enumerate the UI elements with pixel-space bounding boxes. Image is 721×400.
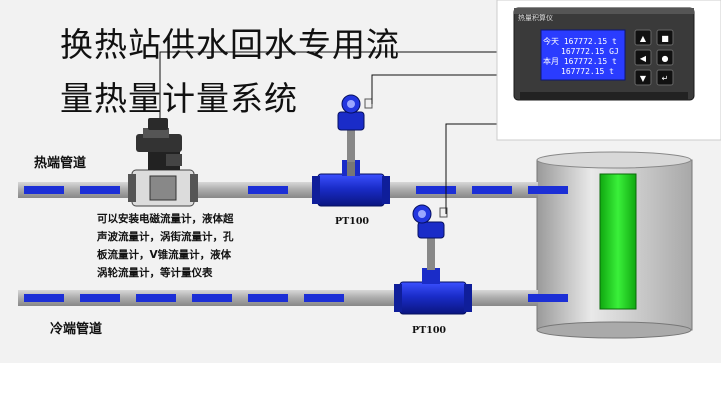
- lcd-row-value: 167772.15 t: [561, 67, 614, 76]
- pt100-lower-label: PT100: [412, 325, 447, 336]
- lcd-row-value: 167772.15 t: [563, 57, 617, 66]
- display-key-button[interactable]: [656, 29, 674, 46]
- note-line: 涡轮流量计，等计量仪表: [97, 267, 213, 279]
- pipe-flow-segment: [24, 186, 64, 194]
- lcd-row: 今天 167772.15 t: [543, 36, 625, 47]
- display-key-button[interactable]: [656, 69, 674, 86]
- pipe-flow-segment: [528, 294, 568, 302]
- diagram-title-line2: 量热量计量系统: [60, 79, 298, 118]
- pipe-flow-segment: [248, 186, 288, 194]
- meter-options-note: 可以安装电磁流量计，液体超 声波流量计，涡街流量计，孔 板流量计，V锥流量计，液…: [97, 210, 277, 282]
- pt100-hot-sensor: [347, 162, 355, 176]
- diagram-title-line1: 换热站供水回水专用流: [60, 25, 400, 64]
- display-key-button[interactable]: [634, 69, 652, 86]
- left-arrow-icon: ◀: [640, 54, 647, 63]
- pipe-flow-segment: [80, 186, 120, 194]
- lcd-row: 167772.15 t: [543, 67, 625, 76]
- lcd-row: 167772.15 GJ: [543, 47, 625, 56]
- lcd-row-tag: 今天: [543, 37, 559, 46]
- lcd-row-tag: 本月: [543, 57, 559, 66]
- pipe-flow-segment: [472, 186, 512, 194]
- pipe-flow-segment: [136, 294, 176, 302]
- lcd-row: 本月 167772.15 t: [543, 56, 625, 67]
- pipe-flow-segment: [304, 294, 344, 302]
- pipe-flow-segment: [248, 294, 288, 302]
- storage-tank: [536, 151, 693, 339]
- display-key-button[interactable]: [634, 29, 652, 46]
- pipe-flow-segment: [24, 294, 64, 302]
- display-key-button[interactable]: [634, 49, 652, 66]
- hot-flow-meter: [312, 94, 390, 207]
- lcd-row-value: 167772.15 t: [563, 37, 617, 46]
- pipe-flow-segment: [192, 294, 232, 302]
- menu-icon: ■: [661, 34, 669, 43]
- pipe-flow-segment: [80, 294, 120, 302]
- note-line: 可以安装电磁流量计，液体超: [97, 213, 234, 225]
- lcd-row-value: 167772.15 GJ: [561, 47, 619, 56]
- pt100-upper-label: PT100: [335, 216, 370, 227]
- cold-pipe: [18, 290, 568, 306]
- note-line: 板流量计，V锥流量计，液体: [97, 249, 232, 261]
- enter-icon: ●: [662, 54, 669, 63]
- return-icon: ↵: [662, 74, 669, 83]
- hot-pipe-label: 热端管道: [34, 156, 87, 171]
- signal-wires: [159, 51, 497, 214]
- pipe-flow-segment: [416, 186, 456, 194]
- down-arrow-icon: ▼: [640, 74, 647, 83]
- display-key-button[interactable]: [656, 49, 674, 66]
- display-buttons: ▲ ■ ◀ ● ▼ ↵: [634, 29, 674, 86]
- display-brand: 热量积算仪: [518, 14, 553, 22]
- pipe-flow-segment: [528, 186, 568, 194]
- lcd-screen: 今天 167772.15 t 167772.15 GJ 本月 167772.15…: [543, 36, 625, 76]
- hot-pipe: [18, 182, 568, 198]
- flow-valve-actuator: [128, 118, 198, 207]
- cold-pipe-label: 冷端管道: [50, 322, 103, 337]
- up-arrow-icon: ▲: [640, 34, 647, 43]
- note-line: 声波流量计，涡街流量计，孔: [97, 231, 234, 243]
- tank-level-indicator: [599, 173, 637, 310]
- cold-flow-meter: [394, 204, 472, 315]
